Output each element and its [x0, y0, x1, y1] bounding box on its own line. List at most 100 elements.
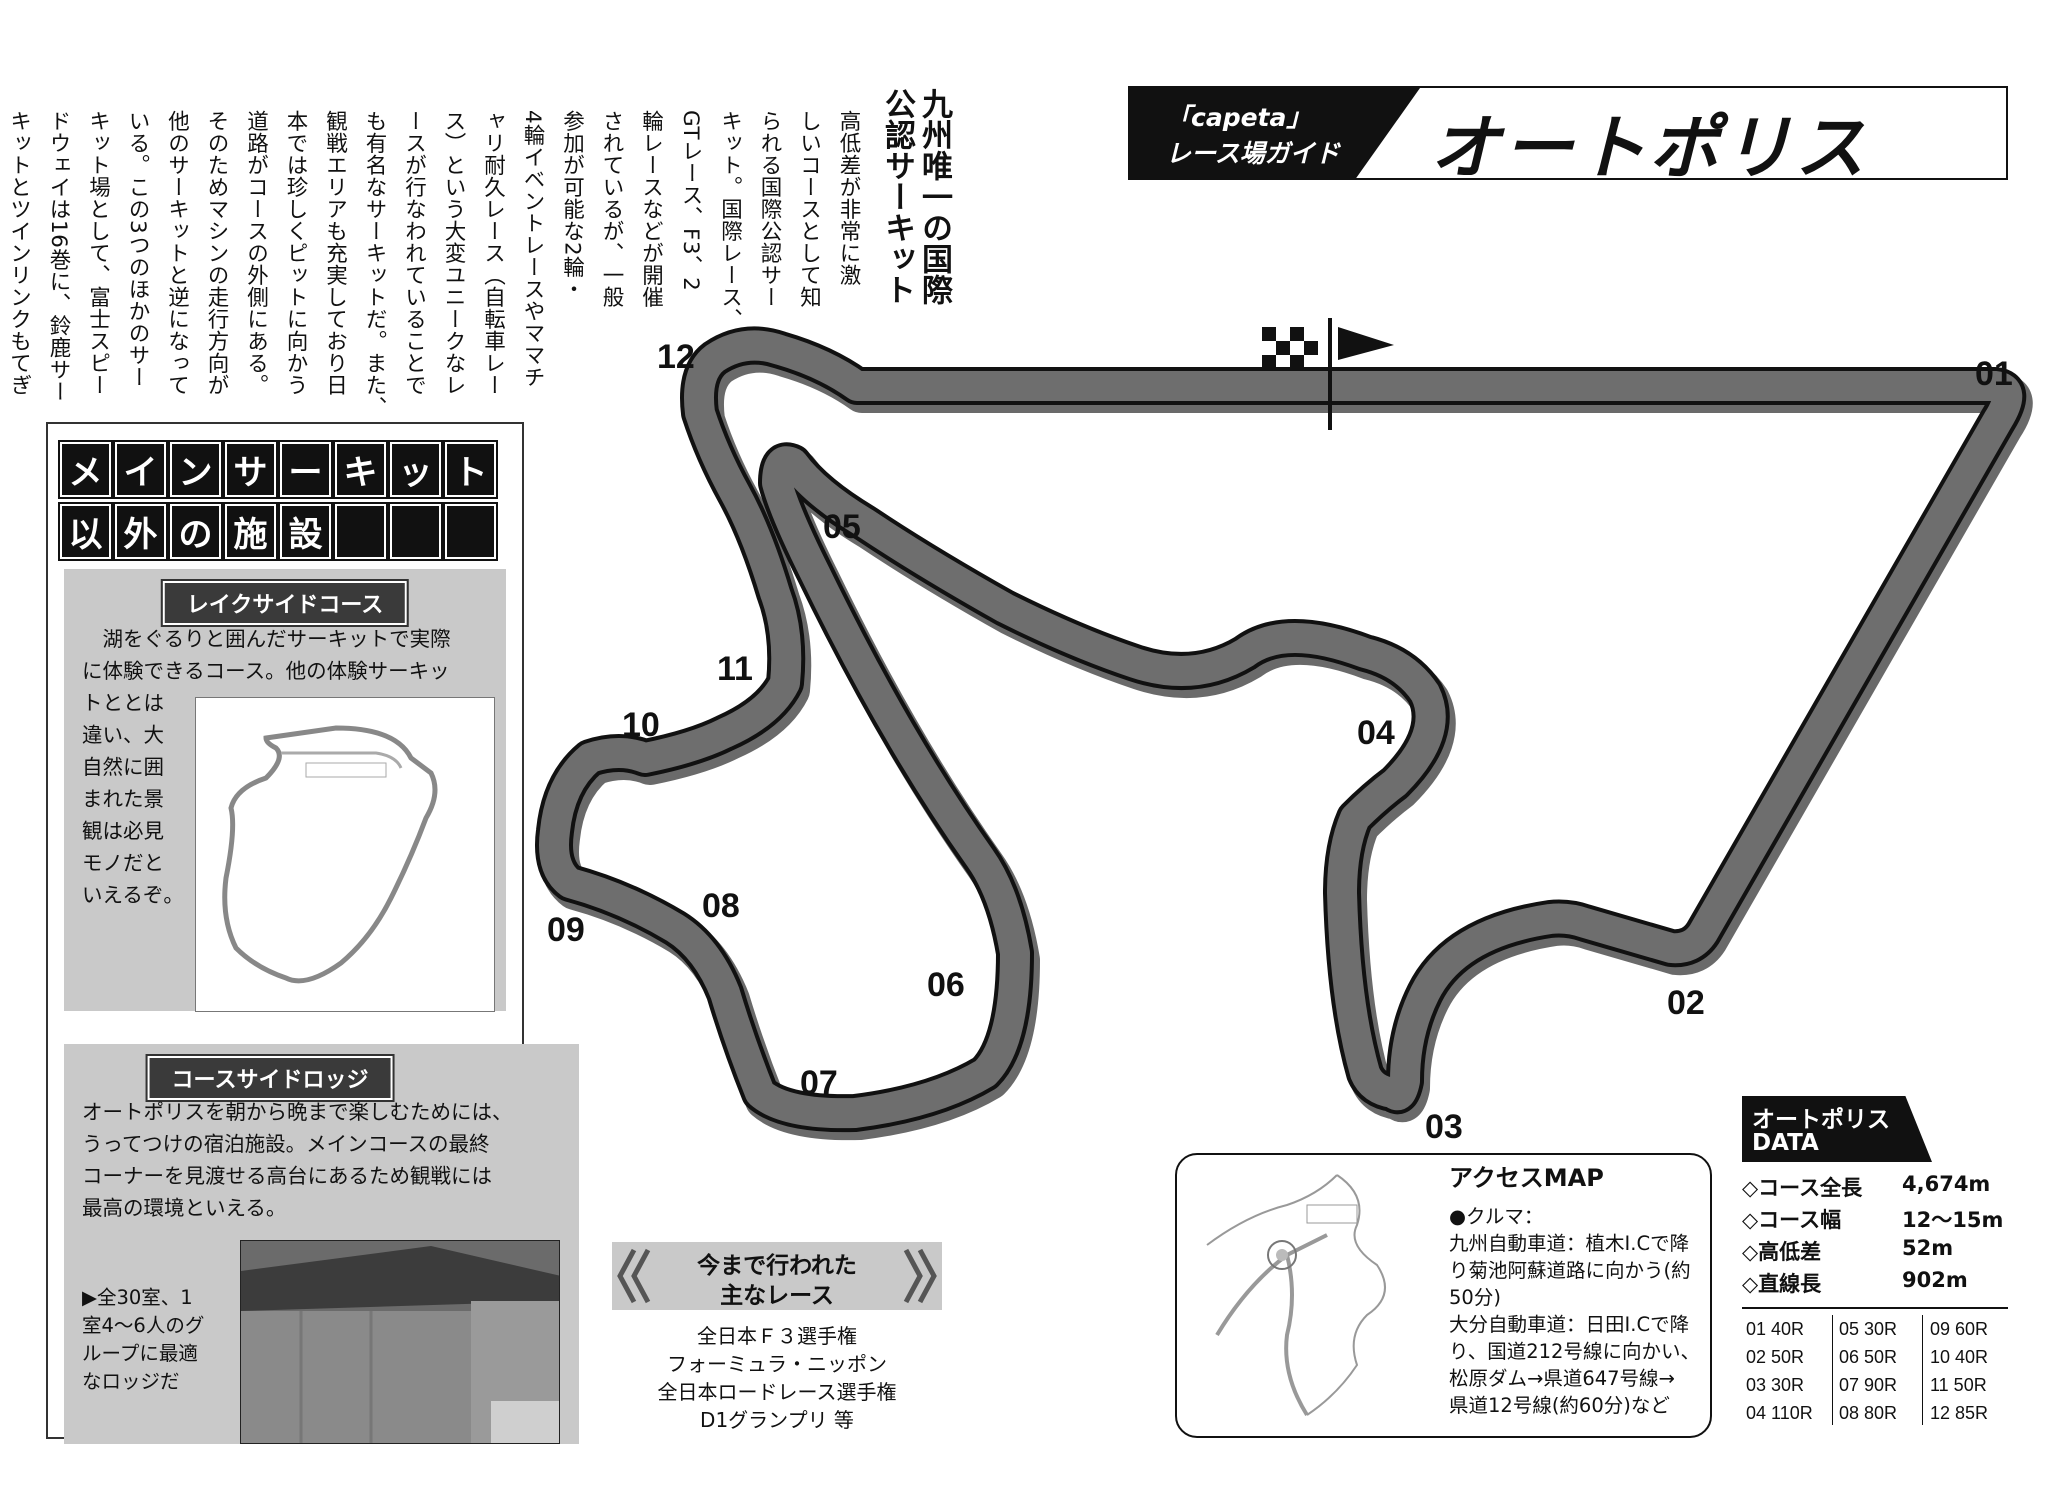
lodge-text-line: コーナーを見渡せる高台にあるため観戦には: [82, 1164, 492, 1188]
access-map-title: アクセスMAP: [1449, 1164, 1604, 1192]
data-label: ◇コース全長: [1742, 1176, 1863, 1200]
intro-body-line: キット場として、富士スピー: [85, 110, 111, 396]
lakeside-course-map: [195, 697, 495, 1012]
radius-cell: 11 50R: [1930, 1375, 1987, 1395]
intro-body-line: 高低差が非常に激: [836, 110, 861, 286]
corner-label-11: 11: [717, 650, 753, 688]
intro-body-line: キットとツインリンクもてぎ: [6, 110, 32, 396]
data-value: 4,674m: [1902, 1172, 1991, 1196]
facilities-heading-row1: メインサーキット: [58, 440, 498, 499]
access-line: り、国道212号線に向かい、: [1449, 1340, 1700, 1363]
intro-body-line: 4輪イベントレースやママチ: [520, 110, 545, 389]
data-label: ◇コース幅: [1742, 1208, 1842, 1232]
lakeside-text-line: 自然に囲: [82, 755, 164, 779]
corner-label-10: 10: [622, 706, 660, 744]
lodge-caption-line: なロッジだ: [82, 1370, 180, 1393]
races-title-frame: [612, 1242, 942, 1310]
data-label: ◇直線長: [1742, 1272, 1822, 1296]
intro-body-line: 他のサーキットと逆になって: [164, 110, 190, 396]
access-line: ●クルマ：: [1449, 1205, 1544, 1228]
data-rows: ◇コース全長 4,674m ◇コース幅 12〜15m ◇高低差 52m ◇直線長…: [1742, 1172, 2008, 1302]
lodge-text-line: うってつけの宿泊施設。メインコースの最終: [82, 1132, 490, 1156]
intro-body-line: 本では珍しくピットに向かう: [283, 110, 308, 396]
intro-body-line: ースが行なわれていることで: [401, 110, 427, 396]
intro-body-line: キット。国際レース、: [717, 110, 743, 330]
race-item: 全日本ロードレース選手権: [657, 1380, 897, 1404]
race-item: D1グランプリ 等: [700, 1408, 854, 1432]
radius-cell: 10 40R: [1930, 1347, 1989, 1367]
intro-body-line: ス）という大変ユニークなレ: [441, 110, 466, 396]
corner-label-12: 12: [657, 338, 695, 376]
intro-heading-line: 九州唯一の国際: [916, 88, 952, 305]
lakeside-course-title: レイクサイドコース: [160, 579, 410, 627]
heading-char-block: 外: [113, 502, 168, 561]
races-title-line2: 主なレース: [720, 1283, 834, 1309]
radius-cell: 09 60R: [1930, 1319, 1989, 1339]
courseside-lodge-box: コースサイドロッジ オートポリスを朝から晩まで楽しむためには、 うってつけの宿泊…: [64, 1044, 579, 1444]
heading-char-block: キ: [333, 440, 388, 499]
radius-divider: [1832, 1315, 1833, 1425]
heading-char-block: メ: [58, 440, 113, 499]
data-heading: オートポリス DATA: [1742, 1096, 1932, 1162]
courseside-lodge-title: コースサイドロッジ: [145, 1054, 395, 1102]
lakeside-text-line: いえるぞ。: [82, 883, 184, 907]
facilities-panel: メインサーキット 以外の施設 レイクサイドコース 湖をぐるりと囲んだサーキットで…: [46, 422, 579, 1444]
data-value: 902m: [1902, 1268, 1968, 1292]
heading-blank-block: [333, 502, 388, 561]
race-item: フォーミュラ・ニッポン: [667, 1352, 887, 1376]
intro-body-line: いる。この3つのほかのサー: [125, 110, 150, 389]
title-tag: 「capeta」 レース場ガイド: [1130, 88, 1420, 178]
heading-char-block: ン: [168, 440, 223, 499]
radius-cell: 12 85R: [1930, 1403, 1989, 1423]
lakeside-course-box: レイクサイドコース 湖をぐるりと囲んだサーキットで実際 に体験できるコース。他の…: [64, 569, 506, 1012]
data-heading-line2: DATA: [1752, 1130, 1819, 1156]
lodge-caption-line: ループに最適: [82, 1342, 198, 1365]
lakeside-track-path: [222, 725, 438, 984]
corner-label-01: 01: [1975, 355, 2013, 393]
corner-label-09: 09: [547, 911, 585, 949]
intro-body-line: 輪レースなどが開催: [638, 110, 664, 308]
heading-char-block: 設: [278, 502, 333, 561]
corner-label-03: 03: [1425, 1108, 1463, 1146]
intro-body-line: GTレース、F3、2: [678, 110, 703, 292]
access-map: [1187, 1165, 1437, 1427]
intro-body-line: されているが、一般: [599, 110, 624, 308]
access-line: 松原ダム→県道647号線→: [1449, 1367, 1675, 1390]
access-line: り菊池阿蘇道路に向かう(約: [1449, 1259, 1691, 1282]
main-races-section: 今まで行われた 主なレース 全日本Ｆ３選手権 フォーミュラ・ニッポン 全日本ロー…: [612, 1236, 942, 1436]
radius-cell: 06 50R: [1839, 1347, 1898, 1367]
lakeside-text-line: 湖をぐるりと囲んだサーキットで実際: [82, 627, 451, 651]
lodge-text-line: 最高の環境といえる。: [82, 1196, 287, 1220]
radius-cell: 05 30R: [1839, 1319, 1898, 1339]
intro-body-line: 道路がコースの外側にある。: [243, 110, 269, 396]
corner-radius-table: 01 40R 02 50R 03 30R 04 110R 05 30R 06 5…: [1742, 1307, 2008, 1429]
title-banner: 「capeta」 レース場ガイド オートポリス: [1128, 86, 2008, 189]
radius-cell: 01 40R: [1746, 1319, 1805, 1339]
heading-char-block: サ: [223, 440, 278, 499]
lodge-caption-line: ▶全30室、1: [82, 1286, 193, 1309]
heading-char-block: 施: [223, 502, 278, 561]
intro-body-line: 参加が可能な2輪・: [559, 110, 585, 301]
data-heading-line1: オートポリス: [1752, 1107, 1890, 1133]
title-tag-line1: 「capeta」: [1166, 103, 1312, 132]
intro-body-line: そのためマシンの走行方向が: [204, 110, 229, 396]
direction-flag-icon: [1338, 327, 1394, 360]
radius-cell: 08 80R: [1839, 1403, 1898, 1423]
lakeside-text-line: に体験できるコース。他の体験サーキッ: [82, 659, 450, 683]
access-line: 九州自動車道：植木I.Cで降: [1449, 1232, 1690, 1255]
heading-char-block: ー: [278, 440, 333, 499]
corner-label-08: 08: [702, 887, 740, 925]
intro-body-line: ャリ耐久レース（自転車レー: [480, 110, 506, 396]
intro-heading-line: 公認サーキット: [879, 88, 915, 305]
lodge-photo: [240, 1240, 560, 1444]
lodge-caption-line: 室4〜6人のグ: [82, 1314, 205, 1337]
intro-body: 高低差が非常に激しいコースとして知られる国際公認サーキット。国際レース、GTレー…: [0, 110, 868, 428]
lakeside-text-line: モノだと: [82, 851, 164, 875]
corner-label-06: 06: [927, 966, 965, 1004]
radius-cell: 03 30R: [1746, 1375, 1805, 1395]
title-tag-line2: レース場ガイド: [1166, 139, 1340, 168]
data-value: 12〜15m: [1902, 1208, 2004, 1232]
corner-label-04: 04: [1357, 714, 1395, 752]
access-line: 50分): [1449, 1286, 1501, 1309]
